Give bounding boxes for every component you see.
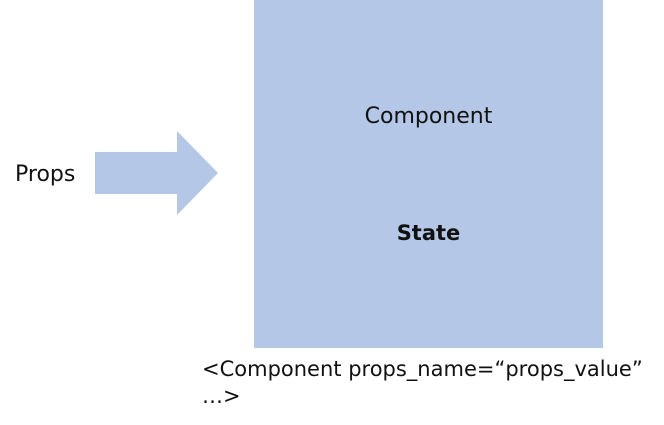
jsx-code-line-1: <Component props_name=“props_value” <box>202 357 643 381</box>
right-arrow-icon <box>95 131 218 215</box>
props-label: Props <box>15 162 76 187</box>
jsx-code-line-2: …> <box>202 384 241 408</box>
state-label: State <box>396 221 461 245</box>
component-title: Component <box>364 104 493 129</box>
arrow-shape <box>95 131 218 215</box>
component-box: Component State <box>254 0 603 348</box>
